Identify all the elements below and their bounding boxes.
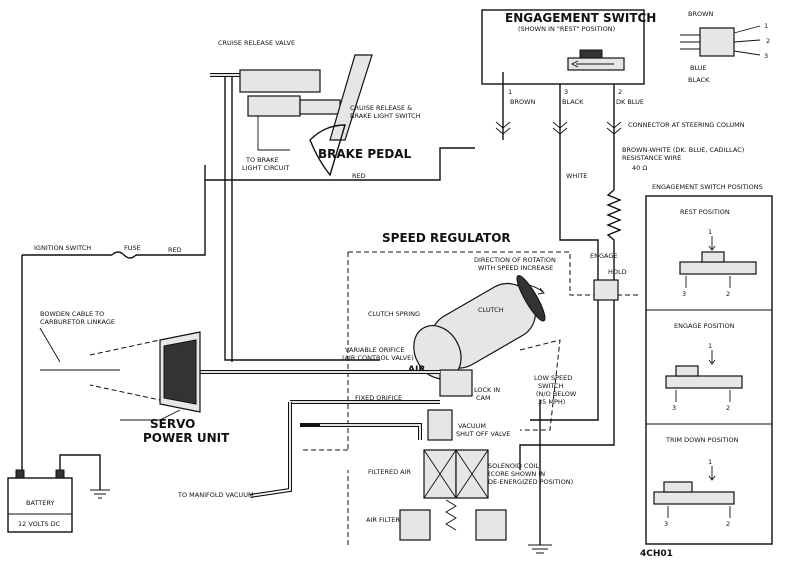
engagement-switch: ENGAGEMENT SWITCH (SHOWN IN "REST" POSIT… [481,9,745,135]
plug-pin2-label: 2 [766,37,770,45]
fuse-label: FUSE [124,244,141,252]
solenoid-label-1: SOLENOID COIL [488,462,540,470]
engage-position-label: ENGAGE POSITION [674,322,735,330]
cruise-release-brake-label-2: BRAKE LIGHT SWITCH [350,112,421,120]
plug-blue-label: BLUE [690,64,707,72]
to-brake-label-2: LIGHT CIRCUIT [242,164,289,172]
black-wire-label: BLACK [562,98,584,106]
pin2-label: 2 [618,88,622,96]
engage-pin3: 3 [672,404,676,412]
engage-pin1: 1 [708,342,712,350]
low-speed-label-4: 35 MPH) [538,398,565,406]
red-ignition-label: RED [168,246,182,254]
vacuum-hoses: TO MANIFOLD VACUUM [177,370,440,499]
low-speed-label-3: (N/O BELOW [536,390,577,398]
plug-black-label: BLACK [688,76,710,84]
to-brake-label-1: TO BRAKE [245,156,279,164]
variable-orifice-label-1: VARIABLE ORIFICE [345,346,404,354]
vacuum-label-2: SHUT OFF VALVE [456,430,510,438]
plug-brown-label: BROWN [688,10,714,18]
red-wire-top-label: RED [352,172,366,180]
volts-label: 12 VOLTS DC [18,520,61,528]
resistance-wire: WHITE BROWN-WHITE (DK. BLUE, CADILLAC) R… [566,146,744,180]
vacuum-label-1: VACUUM [458,422,486,430]
wiring [21,72,622,554]
lock-in-label-1: LOCK IN [474,386,500,394]
engage-label: ENGAGE [590,252,617,260]
ignition-circuit: IGNITION SWITCH FUSE RED [34,244,182,254]
fixed-orifice-label: FIXED ORIFICE [355,394,402,402]
brown-wire-label: BROWN [510,98,536,106]
rest-position-label: REST POSITION [680,208,730,216]
dk-blue-label: DK BLUE [616,98,644,106]
solenoid-label-3: DE-ENERGIZED POSITION) [488,478,573,486]
plug-pin1-label: 1 [764,22,768,30]
to-manifold-label: TO MANIFOLD VACUUM [177,491,254,499]
lock-in-label-2: CAM [476,394,491,402]
servo-label-1: SERVO [150,417,195,431]
trim-pin3: 3 [664,520,668,528]
filtered-air-label: FILTERED AIR [368,468,412,476]
cruise-release-brake-label-1: CRUISE RELEASE & [350,104,412,112]
rest-pin3: 3 [682,290,686,298]
battery: BATTERY 12 VOLTS DC [7,454,110,533]
low-speed-label-1: LOW SPEED [534,374,572,382]
rest-pin2: 2 [726,290,730,298]
battery-label: BATTERY [26,499,54,507]
ohms-label: 40 Ω [632,164,647,172]
engagement-switch-title: ENGAGEMENT SWITCH [505,11,656,25]
bowden-label-1: BOWDEN CABLE TO [40,310,104,318]
trim-pin2: 2 [726,520,730,528]
solenoid-label-2: (CORE SHOWN IN [488,470,545,478]
brake-pedal-label: BRAKE PEDAL [318,147,412,161]
connector-label: CONNECTOR AT STEERING COLUMN [628,121,745,129]
trim-down-position-label: TRIM DOWN POSITION [665,436,739,444]
servo-label-2: POWER UNIT [143,431,230,445]
figure-code: 4CH01 [640,549,673,559]
direction-label-1: DIRECTION OF ROTATION [474,256,556,264]
bowden-label-2: CARBURETOR LINKAGE [40,318,115,326]
brown-white-label-1: BROWN-WHITE (DK. BLUE, CADILLAC) [622,146,744,154]
engagement-switch-subtitle: (SHOWN IN "REST" POSITION) [518,25,615,33]
engage-pin2: 2 [726,404,730,412]
positions-title: ENGAGEMENT SWITCH POSITIONS [652,183,763,191]
brown-white-label-2: RESISTANCE WIRE [622,154,681,162]
brake-assembly: CRUISE RELEASE VALVE CRUISE RELEASE & BR… [210,39,421,180]
trim-pin1: 1 [708,458,712,466]
white-wire-label: WHITE [566,172,587,180]
pin1-label: 1 [508,88,512,96]
switch-connector-plug: BROWN BLUE BLACK 1 2 3 [680,10,770,84]
variable-orifice-label-2: (AIR CONTROL VALVE) [342,354,414,362]
rest-pin1: 1 [708,228,712,236]
hold-label: HOLD [608,268,627,276]
low-speed-label-2: SWITCH [538,382,564,390]
air-filter-label: AIR FILTER [366,516,400,524]
cruise-release-valve-label: CRUISE RELEASE VALVE [218,39,295,47]
direction-label-2: WITH SPEED INCREASE [478,264,553,272]
speed-regulator: SPEED REGULATOR DIRECTION OF ROTATION WI… [300,231,640,545]
clutch-label: CLUTCH [478,306,504,314]
servo-power-unit: BOWDEN CABLE TO CARBURETOR LINKAGE SERVO… [39,310,230,445]
ignition-switch-label: IGNITION SWITCH [34,244,91,252]
plug-pin3-label: 3 [764,52,768,60]
switch-positions-panel: ENGAGEMENT SWITCH POSITIONS REST POSITIO… [645,183,773,545]
pin3-label: 3 [564,88,568,96]
speed-regulator-label: SPEED REGULATOR [382,231,511,245]
clutch-spring-label: CLUTCH SPRING [368,310,420,318]
